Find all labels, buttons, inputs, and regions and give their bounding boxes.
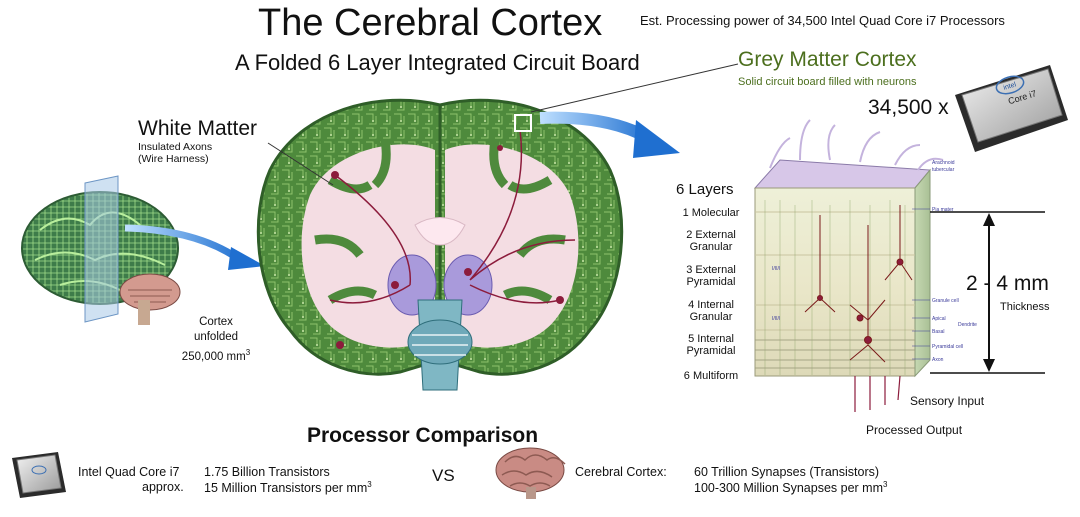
svg-text:Axon: Axon — [932, 357, 944, 363]
svg-text:Basal: Basal — [932, 329, 945, 335]
cortex-density-text: 100-300 Million Synapses per mm — [694, 481, 883, 496]
white-matter-line1: Insulated Axons — [138, 141, 213, 153]
layer-item-line1: 1 Molecular — [682, 207, 740, 219]
svg-text:I/II/I: I/II/I — [772, 316, 780, 322]
cortex-area-value: 250,000 mm — [181, 350, 246, 363]
grey-matter-title: Grey Matter Cortex — [738, 48, 917, 71]
intel-density-sup: 3 — [367, 480, 372, 489]
cortex-unfolded-line3: 250,000 mm3 — [176, 345, 256, 365]
svg-text:tubercular: tubercular — [932, 167, 955, 173]
layer-item-line1: 3 External — [686, 264, 736, 276]
vs-label: VS — [432, 466, 455, 485]
svg-text:Pia mater: Pia mater — [932, 207, 954, 213]
thickness-marker — [930, 211, 1045, 374]
sensory-input-label: Sensory Input — [910, 394, 985, 408]
page-subtitle: A Folded 6 Layer Integrated Circuit Boar… — [235, 50, 640, 75]
intel-name: Intel Quad Core i7 — [78, 465, 180, 479]
layer-item: 6 Multiform — [666, 370, 756, 382]
thickness-value: 2 - 4 mm — [966, 272, 1049, 295]
layer-item-line1: 6 Multiform — [683, 370, 739, 382]
cortex-block: I/II/I I/II/I Arachnoid tubercular Pia m… — [753, 119, 977, 412]
layer-item-line1: 5 Internal — [688, 333, 734, 345]
page-title: The Cerebral Cortex — [258, 2, 603, 44]
brain-icon-small — [495, 447, 566, 499]
svg-text:intel: intel — [1003, 81, 1018, 92]
layer-item: 1 Molecular — [666, 207, 756, 219]
layers-title: 6 Layers — [676, 181, 734, 198]
white-matter-pointer — [267, 142, 334, 186]
layer-item-line1: 4 Internal — [688, 299, 734, 311]
cortex-density-sup: 3 — [882, 480, 888, 489]
unfold-arrowhead — [228, 247, 265, 270]
coronal-brain-section — [256, 98, 624, 391]
layer-item-line2: Granular — [689, 311, 733, 323]
side-brain-illustration — [21, 175, 181, 325]
grey-matter-pointer — [530, 63, 739, 113]
cpu-count: 34,500 x — [868, 96, 949, 119]
intel-density-text: 15 Million Transistors per mm — [204, 481, 368, 496]
intel-chip-large: intel Core i7 — [955, 65, 1068, 152]
cortex-name: Cerebral Cortex: — [575, 465, 667, 479]
intel-transistors: 1.75 Billion Transistors — [204, 465, 330, 479]
svg-text:Pyramidal cell: Pyramidal cell — [932, 344, 963, 350]
cortex-unfolded-label: Cortex unfolded 250,000 mm3 — [176, 315, 256, 365]
svg-text:Apical: Apical — [932, 316, 946, 322]
cortex-unfolded-line2: unfolded — [193, 331, 239, 343]
zoom-arrowhead — [633, 120, 680, 158]
svg-text:Arachnoid: Arachnoid — [932, 160, 955, 166]
cortex-unfolded-line1: Cortex — [199, 316, 233, 328]
layer-item-line2: Granular — [689, 241, 733, 253]
white-matter-line2: (Wire Harness) — [138, 153, 209, 165]
intel-density: 15 Million Transistors per mm3 — [204, 480, 372, 495]
white-matter-title: White Matter — [138, 117, 258, 140]
svg-text:Granule cell: Granule cell — [932, 298, 959, 304]
intel-chip-small — [12, 452, 66, 498]
thickness-label: Thickness — [1000, 301, 1050, 313]
processing-power-note: Est. Processing power of 34,500 Intel Qu… — [640, 13, 1005, 28]
grey-matter-subtitle: Solid circuit board filled with neurons — [738, 76, 917, 88]
intel-approx: approx. — [142, 480, 184, 494]
processed-output-label: Processed Output — [866, 423, 963, 437]
cortex-area-unit-sup: 3 — [245, 348, 251, 357]
layer-item-line2: Pyramidal — [686, 276, 736, 288]
cortex-density: 100-300 Million Synapses per mm3 — [694, 480, 887, 495]
svg-text:I/II/I: I/II/I — [772, 266, 780, 272]
layer-item-line2: Pyramidal — [686, 345, 736, 357]
layer-item-line1: 2 External — [686, 229, 736, 241]
svg-text:Dendrite: Dendrite — [958, 322, 977, 328]
comparison-title: Processor Comparison — [307, 424, 539, 447]
white-matter-description: Insulated Axons (Wire Harness) — [138, 141, 212, 165]
cortex-synapses: 60 Trillion Synapses (Transistors) — [694, 465, 880, 479]
